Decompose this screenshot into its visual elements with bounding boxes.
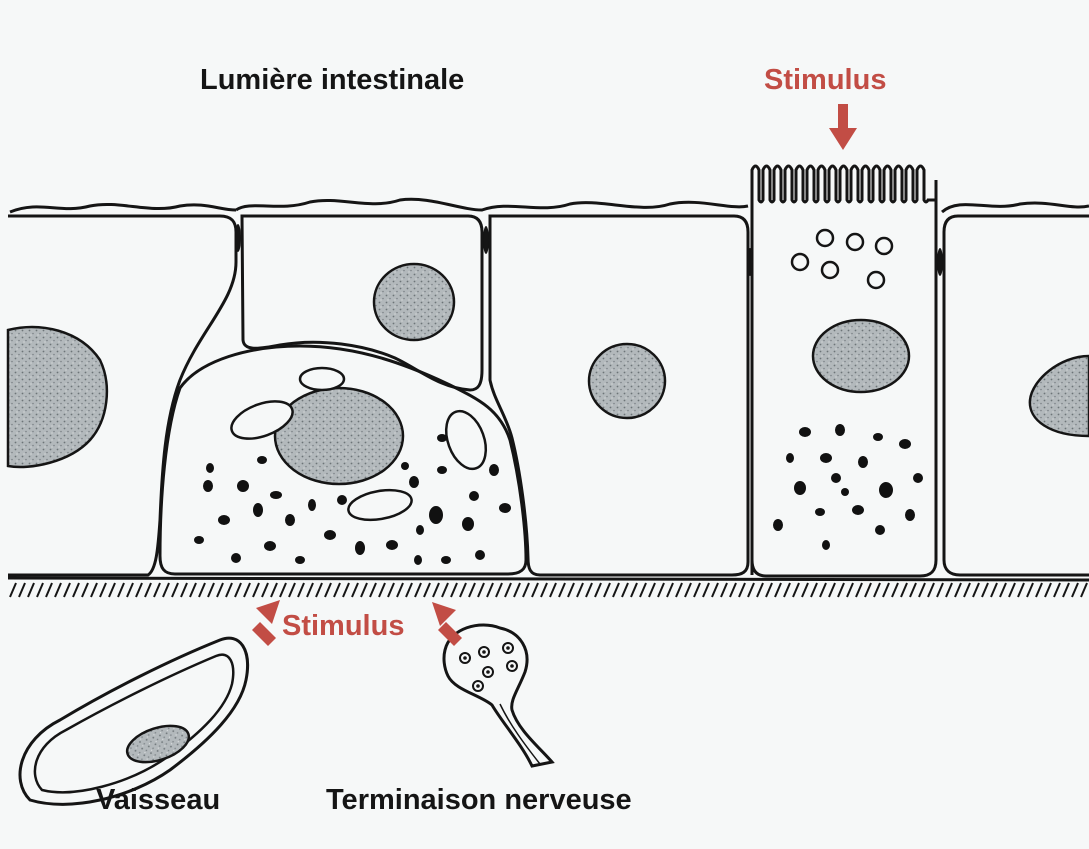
vessel-label: Vaisseau: [96, 786, 220, 815]
releasing-vesicles: [792, 230, 892, 288]
apical-surface-mid: [236, 199, 748, 210]
nerve-ending: [444, 625, 552, 766]
enteroendocrine-cell-open: [752, 166, 936, 576]
stimulus-label-top: Stimulus: [764, 66, 886, 95]
nucleus-endocrine: [275, 388, 403, 484]
microvilli-border: [752, 166, 936, 202]
epithelial-cell-upper: [242, 216, 482, 390]
stimulus-arrow-nerve: [432, 602, 462, 646]
nucleus-right: [1030, 356, 1089, 436]
epithelial-cell-right: [944, 216, 1089, 575]
synaptic-vesicles: [460, 643, 517, 691]
stimulus-label-bottom: Stimulus: [282, 612, 404, 641]
open-cell-granules: [773, 424, 923, 550]
nucleus-middle: [589, 344, 665, 418]
nucleus-open-cell: [813, 320, 909, 392]
stimulus-arrow-vessel: [252, 600, 280, 646]
lumen-label: Lumière intestinale: [200, 66, 464, 95]
nucleus-left: [8, 327, 107, 467]
epithelial-cell-left: [8, 216, 236, 575]
basement-membrane: [8, 578, 1089, 597]
enteroendocrine-cell-closed: [160, 346, 526, 574]
nerve-ending-label: Terminaison nerveuse: [326, 786, 632, 815]
apical-surface-left: [10, 204, 236, 212]
apical-surface-right: [942, 203, 1089, 212]
epithelial-cell-middle: [490, 216, 748, 575]
nucleus-upper: [374, 264, 454, 340]
blood-vessel: [20, 638, 248, 804]
stimulus-arrow-top: [829, 104, 857, 150]
